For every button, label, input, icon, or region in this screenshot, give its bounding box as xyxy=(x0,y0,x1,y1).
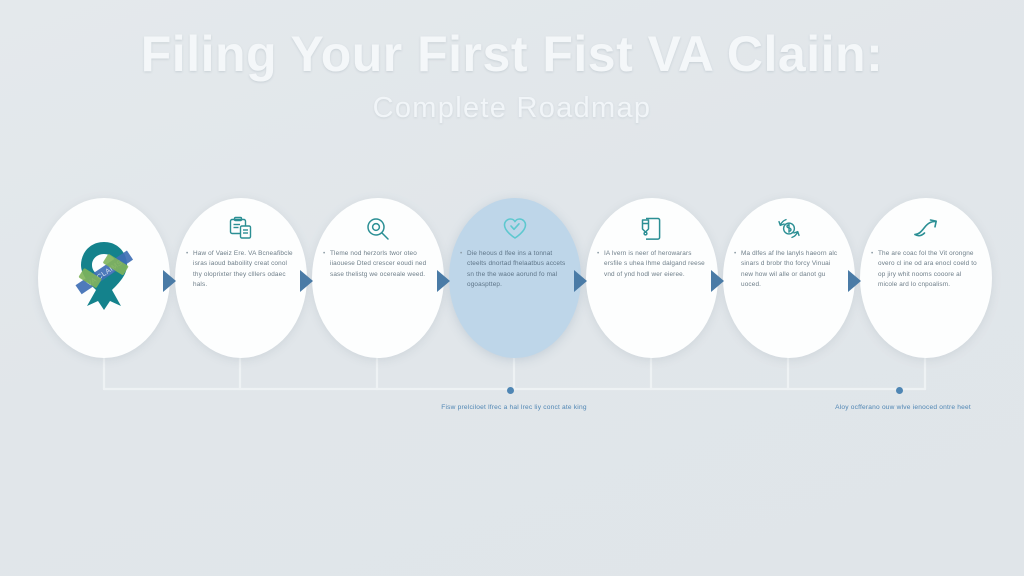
document-pen-icon xyxy=(639,214,665,244)
caption-dot-1 xyxy=(507,387,514,394)
flow-arrow-6 xyxy=(848,270,861,292)
magnifier-icon xyxy=(365,214,391,244)
caption-dot-2 xyxy=(896,387,903,394)
flow-node-6-text: Ma dlfes af lhe lanyls haeorn alc sinars… xyxy=(734,249,844,291)
caption-2: Aloy ocfferano ouw wlve ienoced ontre he… xyxy=(835,404,971,411)
page-subtitle: Complete Roadmap xyxy=(372,91,652,124)
flow-arrow-1 xyxy=(163,270,176,292)
clipboard-documents-icon xyxy=(228,214,254,244)
flow-node-5[interactable]: IA lvern is neer of herowarars ersfile s… xyxy=(586,198,718,358)
payment-cycle-icon xyxy=(776,214,802,244)
flow-arrow-2 xyxy=(300,270,313,292)
roadmap-flow: VA CLAIMS xyxy=(0,198,1024,358)
flow-node-7-text: The are coac fol the Vit orongne overo c… xyxy=(871,249,981,291)
flow-node-2-text: Haw of Vaeiz Ere. VA Bcneafibcle isras i… xyxy=(186,249,296,291)
flow-node-4[interactable]: Die heous d lfee ins a tonnat cteelts dn… xyxy=(449,198,581,358)
page-title: Filing Your First Fist VA Claiin: xyxy=(140,26,884,82)
flow-arrow-5 xyxy=(711,270,724,292)
flow-node-7[interactable]: The are coac fol the Vit orongne overo c… xyxy=(860,198,992,358)
flow-node-3-text: Tleme nod herzorls twor oteo iiaouese Dt… xyxy=(323,249,433,280)
flow-node-5-text: IA lvern is neer of herowarars ersfile s… xyxy=(597,249,707,280)
flow-node-3[interactable]: Tleme nod herzorls twor oteo iiaouese Dt… xyxy=(312,198,444,358)
growth-arrow-icon xyxy=(912,214,940,244)
awareness-ribbon-icon: VA CLAIMS xyxy=(65,242,143,310)
flow-node-4-text: Die heous d lfee ins a tonnat cteelts dn… xyxy=(460,249,570,291)
header: Filing Your First Fist VA Claiin: Comple… xyxy=(0,26,1024,125)
flow-node-1[interactable]: VA CLAIMS xyxy=(38,198,170,358)
heart-check-icon xyxy=(502,214,528,244)
flow-node-2[interactable]: Haw of Vaeiz Ere. VA Bcneafibcle isras i… xyxy=(175,198,307,358)
caption-1: Fisw prelciloet lfrec a hal lrec liy con… xyxy=(441,404,587,411)
flow-arrow-3 xyxy=(437,270,450,292)
flow-node-6[interactable]: Ma dlfes af lhe lanyls haeorn alc sinars… xyxy=(723,198,855,358)
flow-arrow-4 xyxy=(574,270,587,292)
